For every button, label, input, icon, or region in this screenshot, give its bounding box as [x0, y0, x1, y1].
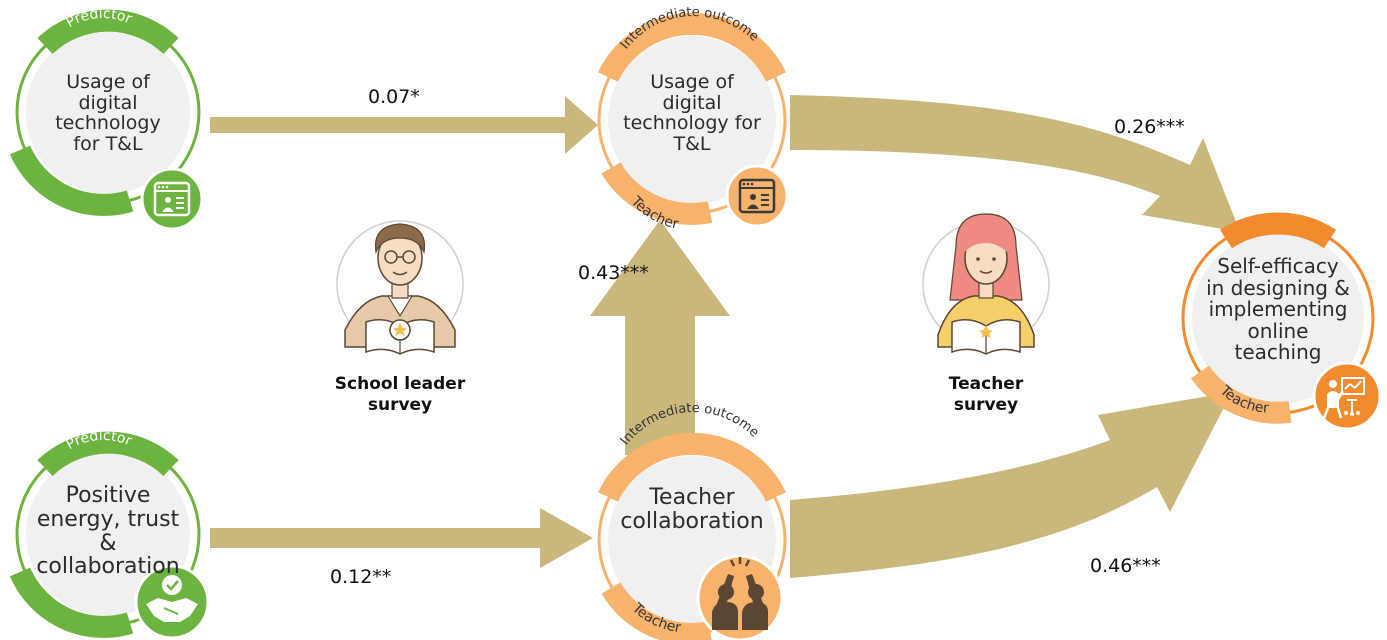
predictor-2-text: Positive energy, trust & collaboration — [36, 483, 180, 580]
school-leader-survey-label: School leader survey — [334, 374, 466, 416]
handshake-check-icon — [134, 564, 210, 640]
node-intermediate-1: Intermediate outcome Teacher — [597, 5, 789, 233]
coef-inter2-to-outcome: 0.46*** — [1090, 555, 1161, 577]
digital-lesson-icon — [140, 167, 204, 231]
arrow-inter1-to-outcome — [790, 95, 1240, 232]
high-five-icon — [696, 554, 784, 640]
coef-inter2-to-inter1: 0.43*** — [578, 262, 649, 284]
arrow-inter2-to-outcome — [790, 392, 1232, 578]
coef-pred2-to-inter2: 0.12** — [330, 566, 392, 588]
school-leader-avatar — [336, 220, 464, 355]
presenter-icon — [1312, 361, 1382, 431]
teacher-survey-label: Teacher survey — [948, 374, 1024, 416]
node-intermediate-2: Intermediate outcome Teacher — [597, 401, 787, 640]
predictor-1-text: Usage of digital technology for T&L — [55, 71, 161, 155]
arrow-inter2-to-inter1 — [590, 220, 730, 455]
intermediate-2-text: Teacher collaboration — [620, 485, 764, 534]
node-predictor-2: Predictor School leader — [9, 428, 210, 640]
outcome-text: Self-efficacy in designing & implementin… — [1206, 254, 1350, 365]
coef-inter1-to-outcome: 0.26*** — [1114, 116, 1185, 138]
coef-pred1-to-inter1: 0.07* — [368, 86, 420, 108]
arrow-pred2-to-inter2 — [210, 508, 593, 568]
teacher-avatar — [922, 213, 1050, 355]
arrow-pred1-to-inter1 — [210, 96, 598, 154]
digital-lesson-icon — [725, 164, 789, 228]
intermediate-1-text: Usage of digital technology for T&L — [623, 71, 761, 155]
